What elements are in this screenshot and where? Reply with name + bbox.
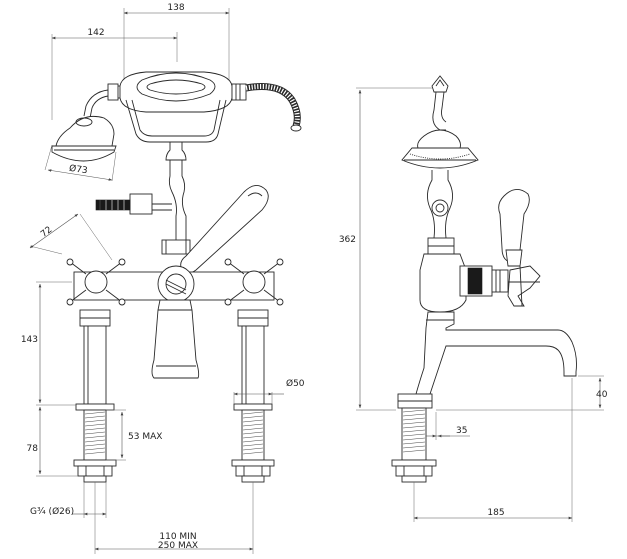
dimension-centres: 110 MIN 250 MAX	[94, 482, 254, 554]
front-view: 138 142	[21, 3, 305, 554]
dimension-35-label: 35	[456, 426, 467, 436]
dimension-72: 72	[29, 213, 113, 261]
dimension-40-label: 40	[596, 390, 608, 400]
side-body	[419, 253, 509, 313]
dimension-thread-size-label: G¾ (Ø26)	[30, 506, 74, 517]
dimension-138: 138	[123, 3, 230, 82]
dimension-142: 142	[51, 28, 178, 120]
dimension-diameter-50: Ø50	[233, 378, 305, 404]
dimension-35: 35	[426, 412, 470, 440]
side-lever	[498, 189, 530, 267]
dimension-78-label: 78	[27, 444, 39, 454]
dimension-53-max: 53 MAX	[106, 409, 162, 461]
dimension-diameter-73-label: Ø73	[68, 163, 88, 176]
side-shower-head	[401, 129, 479, 169]
shower-head-left: Ø73	[44, 89, 117, 182]
side-spout	[415, 311, 577, 395]
central-column	[95, 160, 191, 255]
dimension-53-max-label: 53 MAX	[128, 432, 162, 442]
diverter-lever	[180, 185, 269, 274]
dimension-diameter-50-label: Ø50	[286, 378, 305, 389]
dimension-thread-size: G¾ (Ø26)	[30, 482, 107, 518]
dimension-362-label: 362	[339, 235, 356, 245]
dimension-110-min-label: 110 MIN	[159, 532, 196, 542]
cradle	[125, 99, 227, 161]
side-column	[427, 170, 455, 255]
side-thread	[402, 409, 426, 453]
dimension-143: 143	[21, 281, 76, 406]
dimension-185: 185	[413, 378, 573, 522]
side-view: 362 40 35 185	[339, 75, 608, 522]
dimension-78: 78	[27, 406, 78, 477]
dimension-250-max-label: 250 MAX	[158, 541, 198, 551]
dimension-40: 40	[436, 375, 608, 411]
left-crosshead	[66, 258, 126, 306]
dimension-185-label: 185	[487, 508, 504, 518]
side-leg	[391, 393, 437, 483]
side-cradle	[431, 75, 449, 131]
handset	[107, 71, 247, 113]
dimension-142-label: 142	[87, 28, 104, 38]
right-leg	[231, 309, 275, 483]
left-leg	[73, 309, 117, 483]
left-thread	[84, 411, 106, 455]
dimension-72-label: 72	[39, 225, 54, 240]
dimension-138-label: 138	[167, 3, 184, 13]
dimension-143-label: 143	[21, 335, 38, 345]
dimension-362: 362	[339, 87, 432, 411]
hose-coil	[245, 83, 302, 132]
tap-body	[73, 265, 275, 379]
side-crosshead	[507, 265, 541, 307]
right-crosshead	[224, 258, 284, 306]
right-thread	[242, 411, 264, 455]
